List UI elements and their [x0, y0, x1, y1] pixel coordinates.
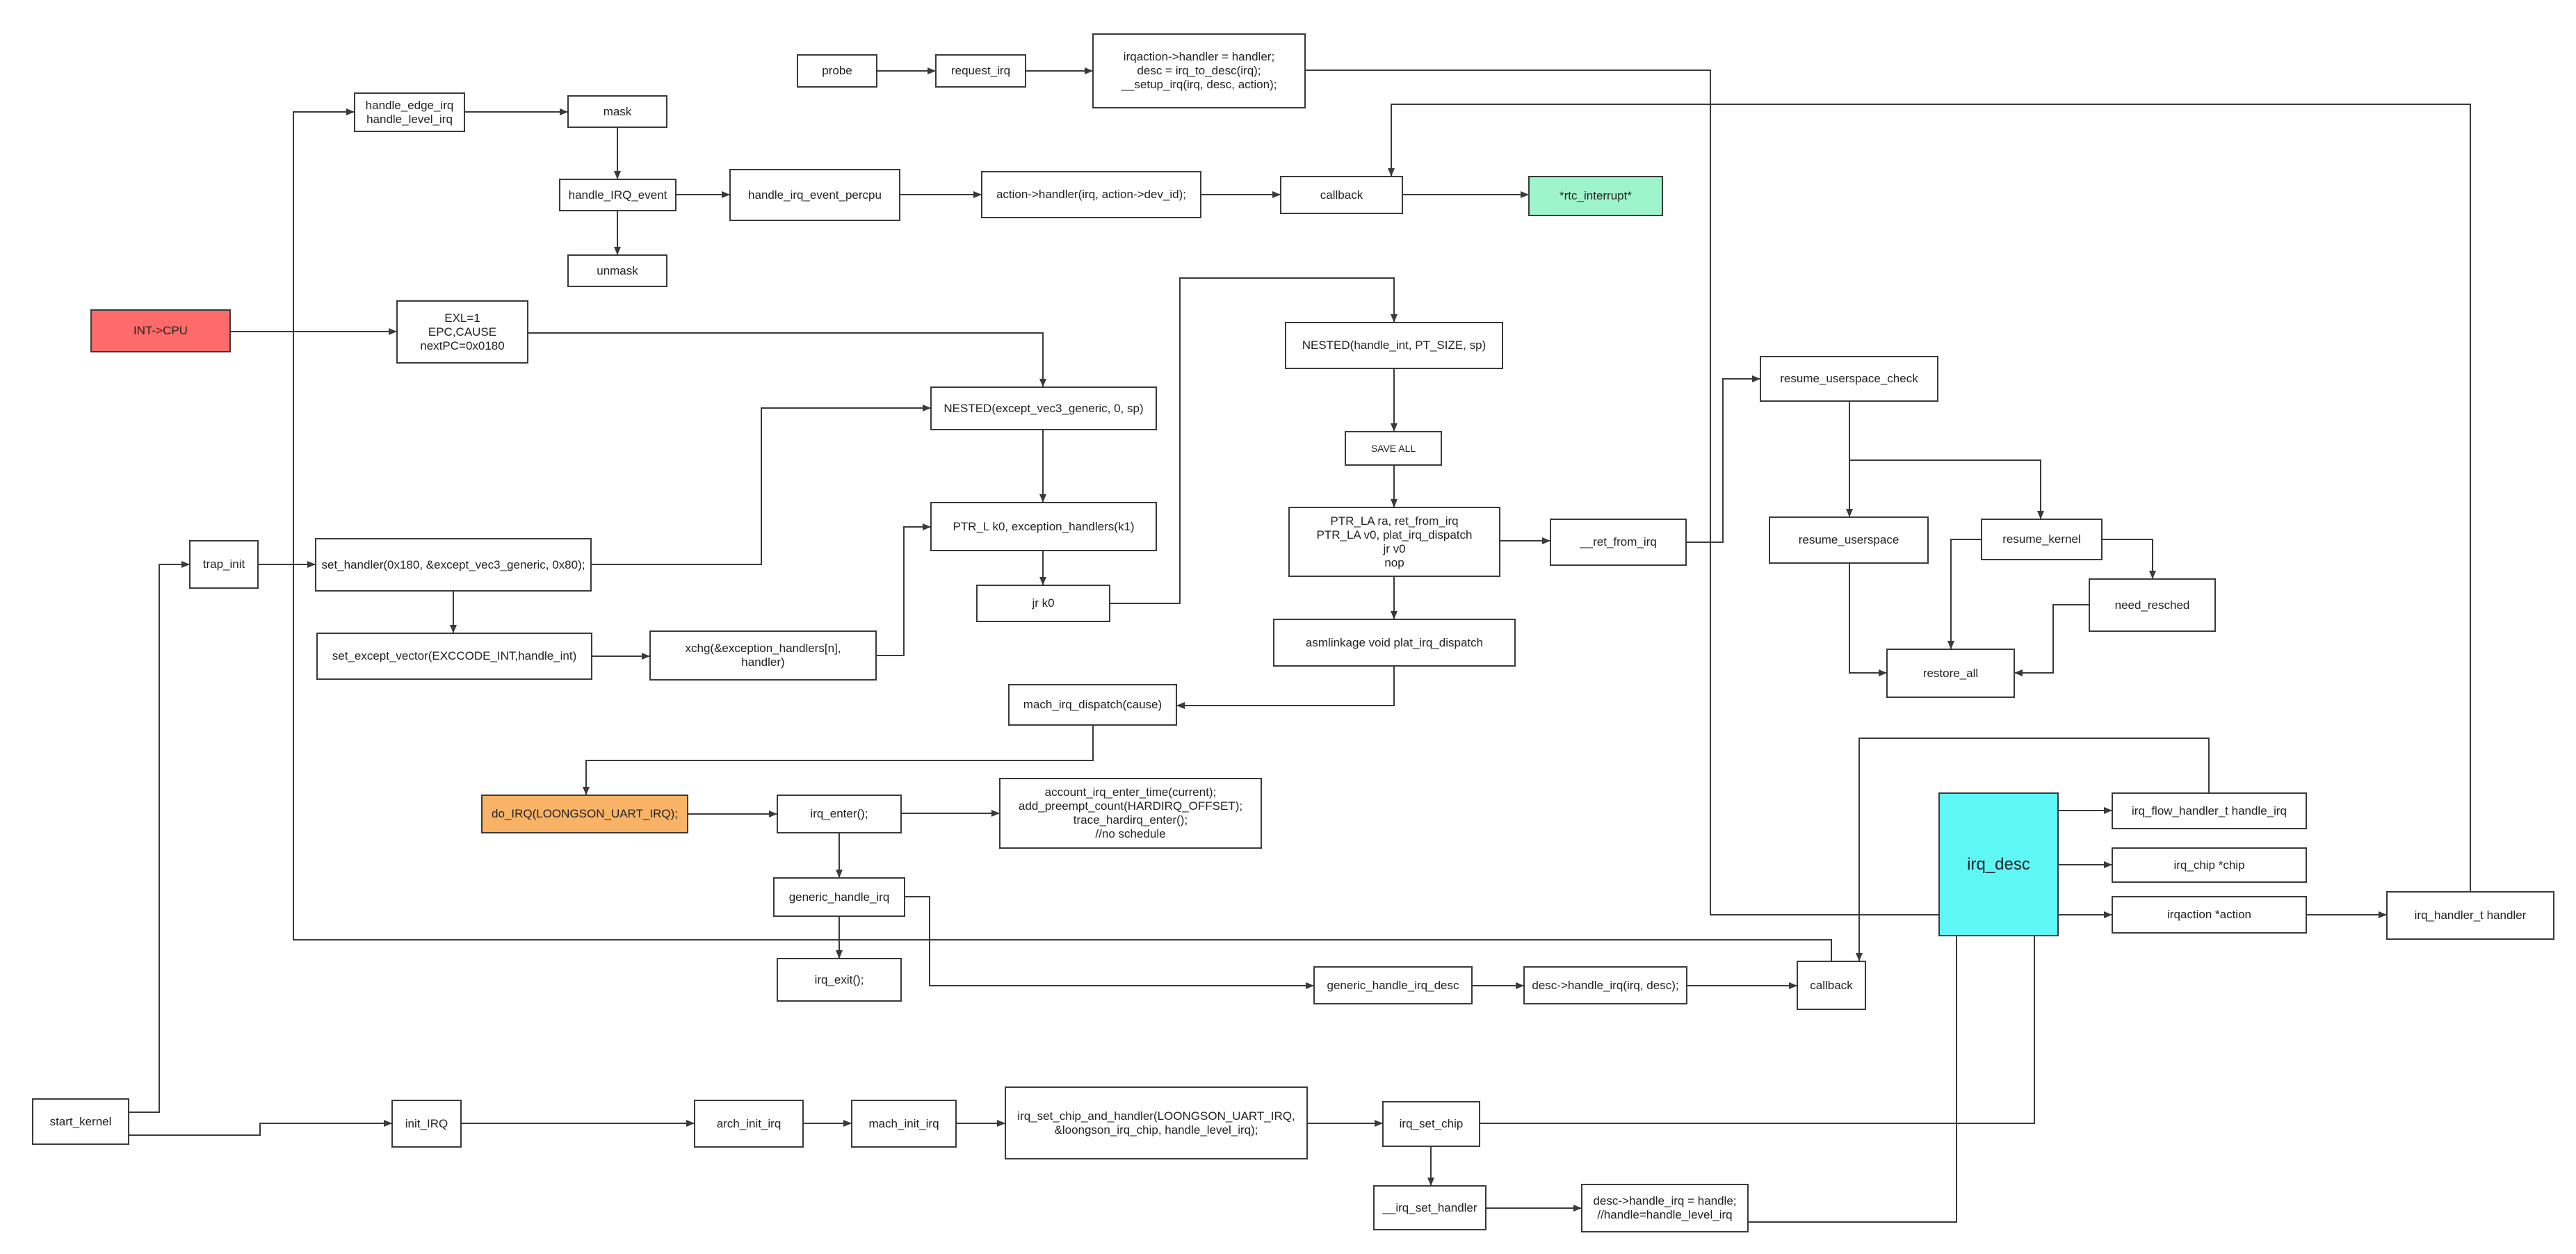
save-all-node: SAVE ALL — [1345, 431, 1442, 466]
exl-epc-node: EXL=1 EPC,CAUSE nextPC=0x0180 — [396, 300, 528, 364]
arch-init-irq-node: arch_init_irq — [694, 1100, 804, 1148]
xchg-to-ptr-l-connector — [877, 523, 931, 656]
irq-set-chip-and-handler-node: irq_set_chip_and_handler(LOONGSON_UART_I… — [1005, 1086, 1308, 1159]
handle-irq-event-node: handle_IRQ_event — [559, 179, 677, 211]
generic-handle-irq-to-desc-connector — [905, 896, 1314, 989]
irq-flow-handler-node: irq_flow_handler_t handle_irq — [2112, 792, 2307, 829]
mask-node: mask — [567, 95, 667, 128]
start-kernel-to-init-irq-connector — [129, 1120, 392, 1136]
irq-enter-node: irq_enter(); — [777, 795, 902, 833]
need-resched-node: need_resched — [2089, 578, 2216, 632]
irq-set-chip-node: irq_set_chip — [1382, 1101, 1480, 1147]
jr-k0-node: jr k0 — [976, 585, 1110, 622]
probe-node: probe — [797, 54, 877, 88]
callback-bottom-to-handle-edge-connector — [293, 108, 1832, 961]
generic-handle-irq-node: generic_handle_irq — [773, 877, 905, 917]
resume-kernel-to-need-resched-connector — [2103, 539, 2156, 579]
xchg-node: xchg(&exception_handlers[n], handler) — [649, 630, 877, 681]
init-irq-node: init_IRQ — [391, 1100, 462, 1148]
trap-init-node: trap_init — [189, 540, 259, 589]
mach-irq-dispatch-to-do-irq-connector — [583, 726, 1094, 795]
action-handler-node: action->handler(irq, action->dev_id); — [981, 171, 1201, 218]
set-except-vector-node: set_except_vector(EXCCODE_INT,handle_int… — [316, 633, 592, 680]
mach-irq-dispatch-node: mach_irq_dispatch(cause) — [1008, 684, 1177, 726]
resume-userspace-check-node: resume_userspace_check — [1760, 356, 1938, 402]
unmask-node: unmask — [567, 254, 667, 287]
irq-chip-node: irq_chip *chip — [2112, 847, 2307, 883]
start-kernel-node: start_kernel — [32, 1098, 129, 1145]
resume-check-to-resume-kernel-connector — [1849, 459, 2044, 519]
irqaction-setup-node: irqaction->handler = handler; desc = irq… — [1092, 33, 1306, 108]
do-irq-node: do_IRQ(LOONGSON_UART_IRQ); — [481, 795, 688, 833]
callback-bottom-node: callback — [1797, 961, 1866, 1010]
irq-desc-node: irq_desc — [1938, 792, 2059, 936]
set-handler-to-nested-except-connector — [592, 405, 931, 565]
plat-irq-dispatch-to-mach-irq-dispatch-connector — [1176, 667, 1395, 709]
desc-handle-irq-node: desc->handle_irq(irq, desc); — [1523, 966, 1687, 1004]
ret-from-irq-to-resume-check-connector — [1687, 375, 1760, 543]
irq-set-handler-node: __irq_set_handler — [1373, 1185, 1487, 1230]
jr-k0-to-nested-handle-int-connector — [1110, 277, 1398, 604]
irq-handler-t-node: irq_handler_t handler — [2386, 891, 2554, 940]
irqaction-action-node: irqaction *action — [2112, 896, 2307, 934]
int-cpu-node: INT->CPU — [90, 309, 231, 352]
resume-userspace-node: resume_userspace — [1769, 516, 1929, 564]
resume-kernel-to-restore-all-connector — [1947, 539, 1981, 649]
irq-flow-handler-to-callback-connector — [1856, 738, 2210, 961]
resume-userspace-to-restore-all-connector — [1849, 564, 1887, 676]
ret-from-irq-node: __ret_from_irq — [1550, 519, 1687, 566]
setup-to-irqaction-action-connector — [1306, 70, 2112, 918]
rtc-interrupt-node: *rtc_interrupt* — [1528, 176, 1663, 216]
ptr-la-node: PTR_LA ra, ret_from_irq PTR_LA v0, plat_… — [1288, 507, 1500, 577]
ptr-l-node: PTR_L k0, exception_handlers(k1) — [930, 502, 1157, 551]
set-chip-to-irq-chip-connector — [1480, 861, 2112, 1124]
set-handler-node: set_handler(0x180, &except_vec3_generic,… — [315, 538, 592, 592]
start-kernel-to-trap-init-connector — [129, 561, 190, 1113]
account-irq-node: account_irq_enter_time(current); add_pre… — [999, 778, 1262, 849]
desc-assign-to-irq-flow-handler-connector — [1749, 811, 1957, 1223]
handle-irq-event-percpu-node: handle_irq_event_percpu — [729, 169, 900, 221]
mach-init-irq-node: mach_init_irq — [851, 1100, 957, 1148]
callback-top-node: callback — [1280, 176, 1403, 214]
restore-all-node: restore_all — [1886, 649, 2015, 698]
need-resched-to-restore-all-connector — [2014, 604, 2089, 676]
request-irq-node: request_irq — [935, 54, 1026, 88]
generic-handle-irq-desc-node: generic_handle_irq_desc — [1313, 966, 1473, 1004]
handle-edge-level-irq-node: handle_edge_irq handle_level_irq — [354, 92, 465, 132]
nested-handle-int-node: NESTED(handle_int, PT_SIZE, sp) — [1285, 322, 1503, 369]
desc-handle-assign-node: desc->handle_irq = handle; //handle=hand… — [1581, 1184, 1749, 1232]
exl-to-nested-except-connector — [528, 332, 1046, 387]
irq-exit-node: irq_exit(); — [777, 958, 902, 1002]
resume-kernel-node: resume_kernel — [1981, 519, 2103, 560]
plat-irq-dispatch-node: asmlinkage void plat_irq_dispatch — [1273, 619, 1516, 667]
irq-handler-t-to-callback-top-connector — [1388, 104, 2471, 891]
nested-except-node: NESTED(except_vec3_generic, 0, sp) — [930, 386, 1157, 430]
